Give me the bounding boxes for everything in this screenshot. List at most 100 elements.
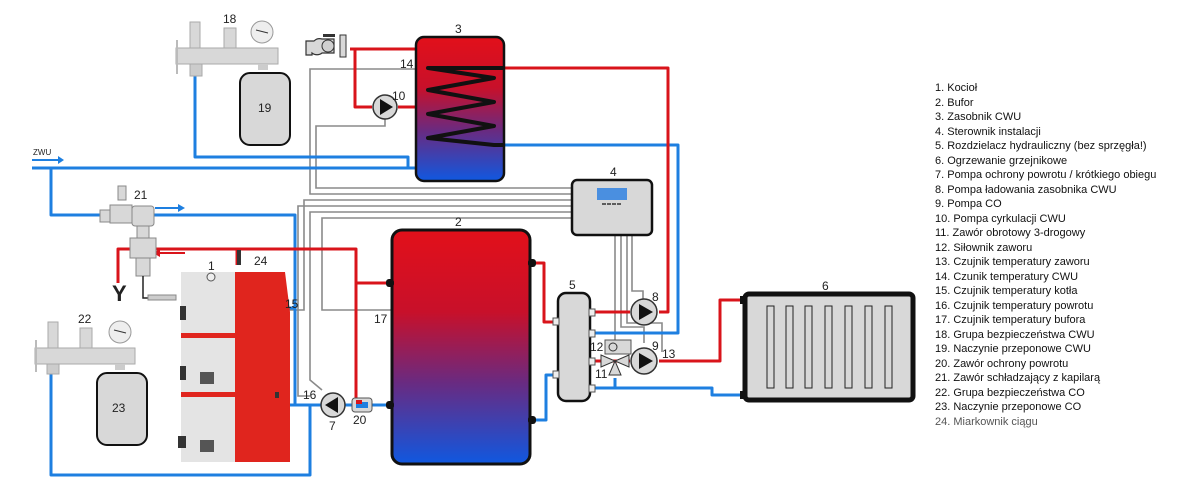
label-21: 21 bbox=[134, 188, 148, 202]
safety-group-18: 18 bbox=[175, 12, 279, 77]
wire-pump-9 bbox=[620, 235, 645, 343]
arrow-right-icon bbox=[178, 204, 185, 212]
pump-icon bbox=[639, 304, 653, 320]
pipe-circulation bbox=[353, 49, 372, 109]
pipe-valve-21-out bbox=[150, 213, 297, 310]
heating-coil bbox=[426, 66, 504, 147]
legend-item: 16. Czujnik temperatury powrotu bbox=[935, 299, 1094, 312]
legend-item: 5. Rozdzielacz hydrauliczny (bez sprzęgł… bbox=[935, 140, 1147, 152]
label-12: 12 bbox=[590, 340, 604, 354]
label-6: 6 bbox=[822, 279, 829, 293]
draft-regulator-24 bbox=[237, 250, 241, 265]
label-23: 23 bbox=[112, 401, 126, 415]
label-7: 7 bbox=[329, 419, 336, 433]
label-2: 2 bbox=[455, 215, 462, 229]
legend-item: 19. Naczynie przeponowe CWU bbox=[935, 343, 1091, 355]
flow-arrows bbox=[32, 156, 185, 257]
pipe-boiler-supply bbox=[116, 247, 392, 285]
actuator-12: 12 bbox=[590, 339, 632, 355]
cold-pipes bbox=[32, 76, 742, 477]
label-19: 19 bbox=[258, 101, 272, 115]
legend-item: 4. Sterownik instalacji bbox=[935, 125, 1041, 138]
label-8: 8 bbox=[652, 290, 659, 304]
wire-pump-7 bbox=[309, 211, 572, 391]
legend-item: 23. Naczynie przeponowe CO bbox=[935, 401, 1082, 413]
pump-icon bbox=[325, 397, 338, 413]
wire-sensor-16 bbox=[297, 205, 572, 397]
legend-item: 1. Kocioł bbox=[935, 82, 978, 94]
pipe-buffer-dist bbox=[530, 373, 558, 422]
label-15: 15 bbox=[285, 297, 299, 311]
legend-item: 20. Zawór ochrony powrotu bbox=[935, 357, 1069, 370]
valve-icon bbox=[223, 27, 237, 49]
legend-item: 2. Bufor bbox=[935, 96, 974, 109]
pump-icon bbox=[639, 353, 653, 369]
legend-item: 14. Czunik temperatury CWU bbox=[935, 270, 1079, 283]
cooling-valve-21: 21 Y bbox=[99, 185, 177, 306]
pipe-coil-supply bbox=[504, 66, 670, 314]
legend-item: 21. Zawór schładzający z kapilarą bbox=[935, 372, 1101, 384]
wire-pump-8 bbox=[631, 235, 644, 302]
distributor-5: 5 bbox=[552, 278, 596, 403]
pipe-return-main bbox=[49, 334, 312, 477]
label-10: 10 bbox=[392, 89, 406, 103]
label-16: 16 bbox=[303, 388, 317, 402]
legend-item: 7. Pompa ochrony powrotu / krótkiego obi… bbox=[935, 169, 1157, 181]
pump-9: 9 13 bbox=[630, 339, 676, 375]
legend: 1. Kocioł 2. Bufor 3. Zasobnik CWU 4. St… bbox=[935, 81, 1156, 429]
pump-icon bbox=[380, 99, 393, 115]
legend-item: 12. Siłownik zaworu bbox=[935, 241, 1033, 254]
legend-item: 3. Zasobnik CWU bbox=[935, 111, 1022, 123]
legend-item: 11. Zawór obrotowy 3-drogowy bbox=[935, 227, 1086, 239]
pipe-safety-18 bbox=[193, 76, 410, 168]
label-3: 3 bbox=[455, 22, 462, 36]
legend-item: 6. Ogrzewanie grzejnikowe bbox=[935, 154, 1068, 167]
label-13: 13 bbox=[662, 347, 676, 361]
legend-item: 18. Grupa bezpieczeństwa CWU bbox=[935, 328, 1095, 341]
expansion-vessel-19: 19 bbox=[239, 72, 291, 146]
pipe-radiator-supply bbox=[659, 298, 742, 363]
label-1: 1 bbox=[208, 259, 215, 273]
legend-item: 10. Pompa cyrkulacji CWU bbox=[935, 212, 1066, 225]
label-17: 17 bbox=[374, 312, 388, 326]
legend-item: 13. Czujnik temperatury zaworu bbox=[935, 256, 1090, 268]
label-20: 20 bbox=[353, 413, 367, 427]
label-11: 11 bbox=[595, 367, 608, 381]
signal-wires bbox=[289, 68, 663, 397]
pump-10: 10 bbox=[372, 89, 406, 120]
label-14: 14 bbox=[400, 57, 414, 71]
legend-item: 8. Pompa ładowania zasobnika CWU bbox=[935, 183, 1117, 196]
label-24: 24 bbox=[254, 254, 268, 268]
return-valve-20: 20 bbox=[351, 397, 373, 427]
label-9: 9 bbox=[652, 339, 659, 353]
dhw-tank-3: 3 14 bbox=[400, 22, 506, 183]
label-4: 4 bbox=[610, 165, 617, 179]
safety-group-22: 22 bbox=[34, 312, 136, 375]
legend-item: 24. Miarkownik ciągu bbox=[935, 415, 1038, 428]
pipe-coil-return bbox=[504, 143, 680, 335]
legend-item: 9. Pompa CO bbox=[935, 198, 1002, 210]
drain-symbol: Y bbox=[112, 281, 127, 306]
label-5: 5 bbox=[569, 278, 576, 292]
arrow-right-icon bbox=[58, 156, 64, 164]
controller-4: 4 bbox=[570, 165, 654, 237]
boiler-1: 1 24 15 bbox=[178, 250, 299, 462]
label-18: 18 bbox=[223, 12, 237, 26]
pipe-to-valve-21 bbox=[49, 168, 100, 217]
wire-pump-10 bbox=[315, 115, 572, 189]
tap-icon bbox=[305, 34, 347, 58]
pump-7: 7 16 bbox=[303, 388, 346, 433]
legend-item: 22. Grupa bezpieczeństwa CO bbox=[935, 386, 1085, 399]
pump-8: 8 bbox=[630, 290, 659, 326]
legend-item: 17. Czujnik temperatury bufora bbox=[935, 314, 1086, 326]
pipe-buffer-dist-hot bbox=[530, 261, 558, 324]
label-22: 22 bbox=[78, 312, 92, 326]
legend-item: 15. Czujnik temperatury kotła bbox=[935, 285, 1078, 297]
wire-sensor-14 bbox=[309, 68, 572, 195]
expansion-vessel-23: 23 bbox=[96, 372, 148, 446]
inlet-label: ZWU bbox=[33, 148, 51, 157]
valve-3way-11: 11 bbox=[595, 354, 630, 381]
buffer-2: 2 17 bbox=[374, 215, 536, 466]
pipe-radiator-return bbox=[590, 386, 742, 397]
